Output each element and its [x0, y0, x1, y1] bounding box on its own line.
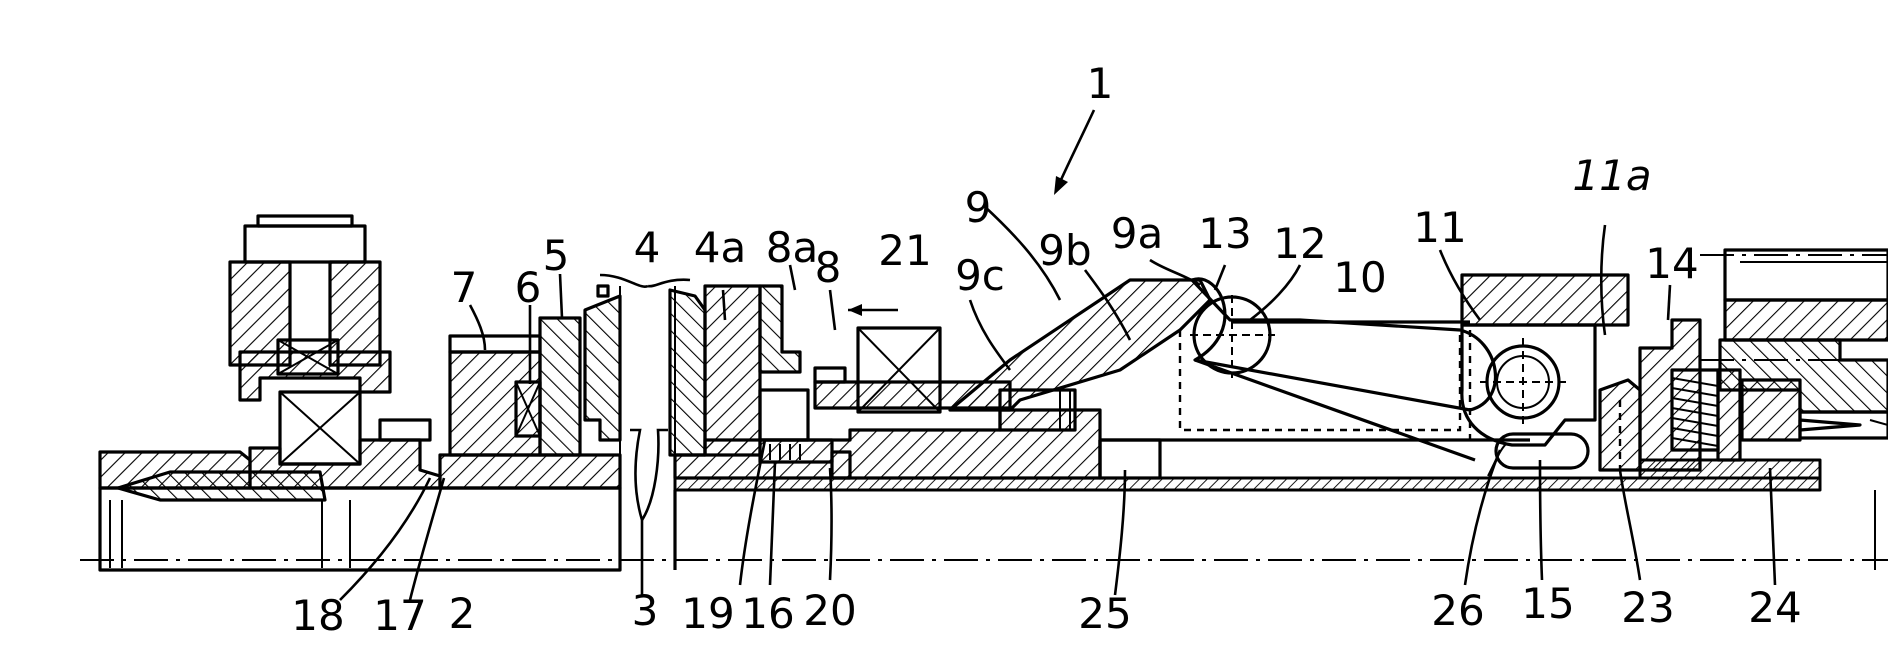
label-8: 8 — [815, 243, 842, 292]
label-11a: 11a — [1572, 151, 1651, 200]
label-13: 13 — [1198, 209, 1251, 258]
part-10-link — [1180, 279, 1495, 460]
label-15: 15 — [1521, 579, 1574, 628]
part-23-ring — [1600, 380, 1640, 470]
label-12: 12 — [1273, 219, 1326, 268]
label-23: 23 — [1621, 583, 1674, 632]
label-4: 4 — [634, 223, 661, 272]
label-18: 18 — [291, 591, 344, 640]
label-3: 3 — [632, 586, 659, 635]
label-19: 19 — [681, 589, 734, 638]
part-25-groove — [1100, 440, 1160, 478]
part-4a-block — [705, 286, 760, 455]
part-19-block — [760, 390, 808, 440]
label-11: 11 — [1413, 203, 1466, 252]
part-8a-block — [760, 286, 800, 372]
label-17: 17 — [373, 591, 426, 640]
label-16: 16 — [741, 589, 794, 638]
label-9b: 9b — [1038, 226, 1091, 275]
label-26: 26 — [1431, 586, 1484, 635]
label-10: 10 — [1333, 253, 1386, 302]
label-25: 25 — [1078, 589, 1131, 638]
label-9: 9 — [965, 183, 992, 232]
label-4a: 4a — [694, 223, 746, 272]
label-9a: 9a — [1111, 209, 1163, 258]
part-5-ring — [540, 318, 580, 455]
part-9-lever — [950, 280, 1210, 430]
label-8a: 8a — [766, 223, 818, 272]
label-14: 14 — [1645, 239, 1698, 288]
label-9c: 9c — [955, 251, 1005, 300]
left-housing — [100, 216, 440, 500]
label-7: 7 — [451, 263, 478, 312]
label-24: 24 — [1748, 583, 1801, 632]
sleeve-base-left — [440, 455, 620, 488]
label-5: 5 — [543, 231, 570, 280]
label-20: 20 — [803, 586, 856, 635]
part-4-left-cone — [585, 286, 620, 440]
label-21: 21 — [878, 226, 931, 275]
label-1: 1 — [1087, 59, 1114, 108]
label-6: 6 — [515, 263, 542, 312]
label-2: 2 — [449, 589, 476, 638]
